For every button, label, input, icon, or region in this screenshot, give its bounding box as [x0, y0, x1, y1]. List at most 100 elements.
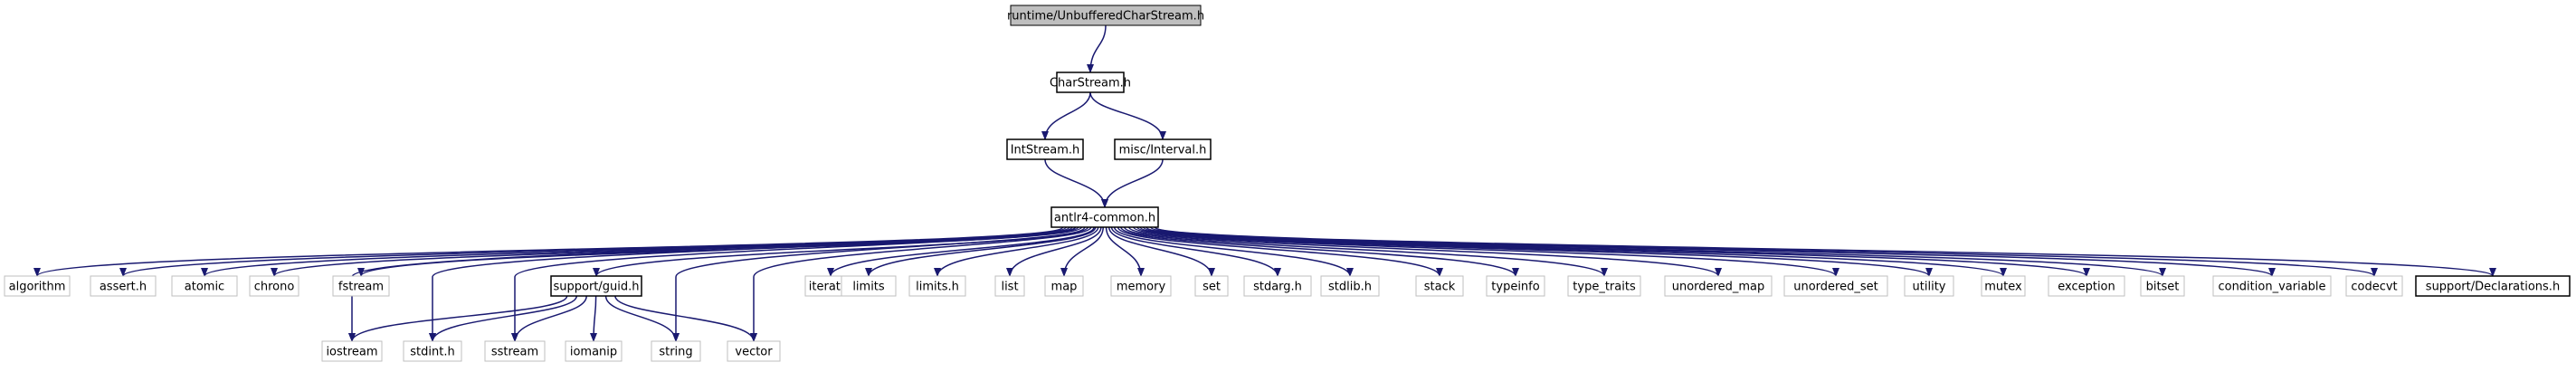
node-box[interactable] [1114, 138, 1212, 160]
node-label: condition_variable [2218, 281, 2325, 294]
node-box [403, 340, 462, 362]
node-fstream: fstream [332, 275, 390, 297]
node-unbuffered[interactable]: runtime/UnbufferedCharStream.h [1007, 5, 1204, 26]
edge-antlr4common-to-unordered-map [1127, 226, 1722, 277]
edge-antlr4common-to-stdint [429, 226, 1079, 342]
node-label: assert.h [100, 281, 147, 294]
node-box[interactable] [1050, 206, 1159, 228]
edge-antlr4common-to-mutex [1139, 226, 2007, 277]
node-box [1981, 275, 2026, 297]
node-label: support/Declarations.h [2426, 281, 2560, 294]
node-box[interactable] [1056, 72, 1125, 93]
node-label: memory [1117, 281, 1166, 294]
node-label: mutex [1984, 281, 2022, 294]
node-mutex: mutex [1981, 275, 2026, 297]
node-stack: stack [1415, 275, 1464, 297]
node-map: map [1044, 275, 1084, 297]
edge-antlr4common-to-stdarg [1110, 226, 1281, 277]
node-antlr4common[interactable]: antlr4-common.h [1050, 206, 1159, 228]
node-label: stack [1424, 281, 1456, 294]
edge-antlr4common-to-memory [1105, 226, 1145, 277]
node-type-traits: type_traits [1567, 275, 1641, 297]
node-label: iomanip [570, 346, 617, 359]
node-list: list [994, 275, 1025, 297]
node-unordered-set: unordered_set [1783, 275, 1888, 297]
node-utility: utility [1904, 275, 1954, 297]
node-box [1904, 275, 1954, 297]
node-box[interactable] [550, 275, 642, 297]
edge-charstream-to-interval [1089, 91, 1166, 140]
node-box[interactable] [2415, 275, 2571, 297]
node-box[interactable] [1006, 138, 1084, 160]
node-box [1320, 275, 1380, 297]
node-box [1044, 275, 1084, 297]
node-charstream[interactable]: CharStream.h [1050, 72, 1131, 93]
node-box [1243, 275, 1312, 297]
edge-antlr4common-to-string [672, 226, 1089, 342]
node-label: vector [735, 346, 773, 359]
edge-guid-to-string [604, 295, 680, 342]
node-box [2212, 275, 2332, 297]
node-label: unordered_map [1672, 281, 1765, 294]
edge-antlr4common-to-stack [1117, 226, 1443, 277]
node-intstream[interactable]: IntStream.h [1006, 138, 1084, 160]
node-label: IntStream.h [1011, 144, 1080, 157]
node-set: set [1194, 275, 1229, 297]
edge-antlr4common-to-stdlib [1113, 226, 1354, 277]
edge-antlr4common-to-iterator [827, 226, 1095, 277]
edge-antlr4common-to-limitsh [934, 226, 1099, 277]
edge-antlr4common-to-unordered-set [1133, 226, 1839, 277]
edge-guid-to-iomanip [590, 295, 598, 342]
node-label: set [1202, 281, 1221, 294]
node-label: antlr4-common.h [1054, 212, 1155, 225]
node-box[interactable] [1010, 5, 1202, 26]
node-label: stdlib.h [1328, 281, 1372, 294]
node-box [2345, 275, 2403, 297]
node-declarations[interactable]: support/Declarations.h [2415, 275, 2571, 297]
node-box [1194, 275, 1229, 297]
edge-antlr4common-to-sstream [511, 226, 1083, 342]
node-label: typeinfo [1491, 281, 1539, 294]
node-string: string [651, 340, 701, 362]
edges-layer [33, 24, 2496, 342]
node-stdarg: stdarg.h [1243, 275, 1312, 297]
edge-antlr4common-to-map [1060, 226, 1104, 277]
node-label: atomic [185, 281, 224, 294]
node-label: stdarg.h [1253, 281, 1302, 294]
node-box [1567, 275, 1641, 297]
node-box [651, 340, 701, 362]
node-stdint: stdint.h [403, 340, 462, 362]
node-box [90, 275, 157, 297]
node-guid[interactable]: support/guid.h [550, 275, 642, 297]
node-interval[interactable]: misc/Interval.h [1114, 138, 1212, 160]
edge-antlr4common-to-typeinfo [1120, 226, 1519, 277]
node-box [2048, 275, 2125, 297]
node-sstream: sstream [484, 340, 546, 362]
node-box [727, 340, 781, 362]
node-iomanip: iomanip [565, 340, 623, 362]
edge-guid-to-vector [614, 295, 757, 342]
node-label: sstream [491, 346, 538, 359]
node-chrono: chrono [249, 275, 299, 297]
node-label: unordered_set [1793, 281, 1877, 294]
node-label: iostream [326, 346, 377, 359]
node-label: stdint.h [410, 346, 454, 359]
edge-antlr4common-to-vector [750, 226, 1092, 342]
node-label: limits.h [916, 281, 959, 294]
edge-antlr4common-to-type-traits [1124, 226, 1608, 277]
node-box [1664, 275, 1773, 297]
node-assert: assert.h [90, 275, 157, 297]
edge-antlr4common-to-declarations [1155, 226, 2496, 277]
node-codecvt: codecvt [2345, 275, 2403, 297]
node-label: utility [1913, 281, 1946, 294]
node-box [1415, 275, 1464, 297]
edge-antlr4common-to-set [1107, 226, 1215, 277]
node-box [1783, 275, 1888, 297]
node-label: misc/Interval.h [1119, 144, 1207, 157]
node-label: chrono [254, 281, 295, 294]
node-vector: vector [727, 340, 781, 362]
node-exception: exception [2048, 275, 2125, 297]
edge-interval-to-antlr4common [1101, 158, 1164, 208]
edge-antlr4common-to-bitset [1145, 226, 2166, 277]
